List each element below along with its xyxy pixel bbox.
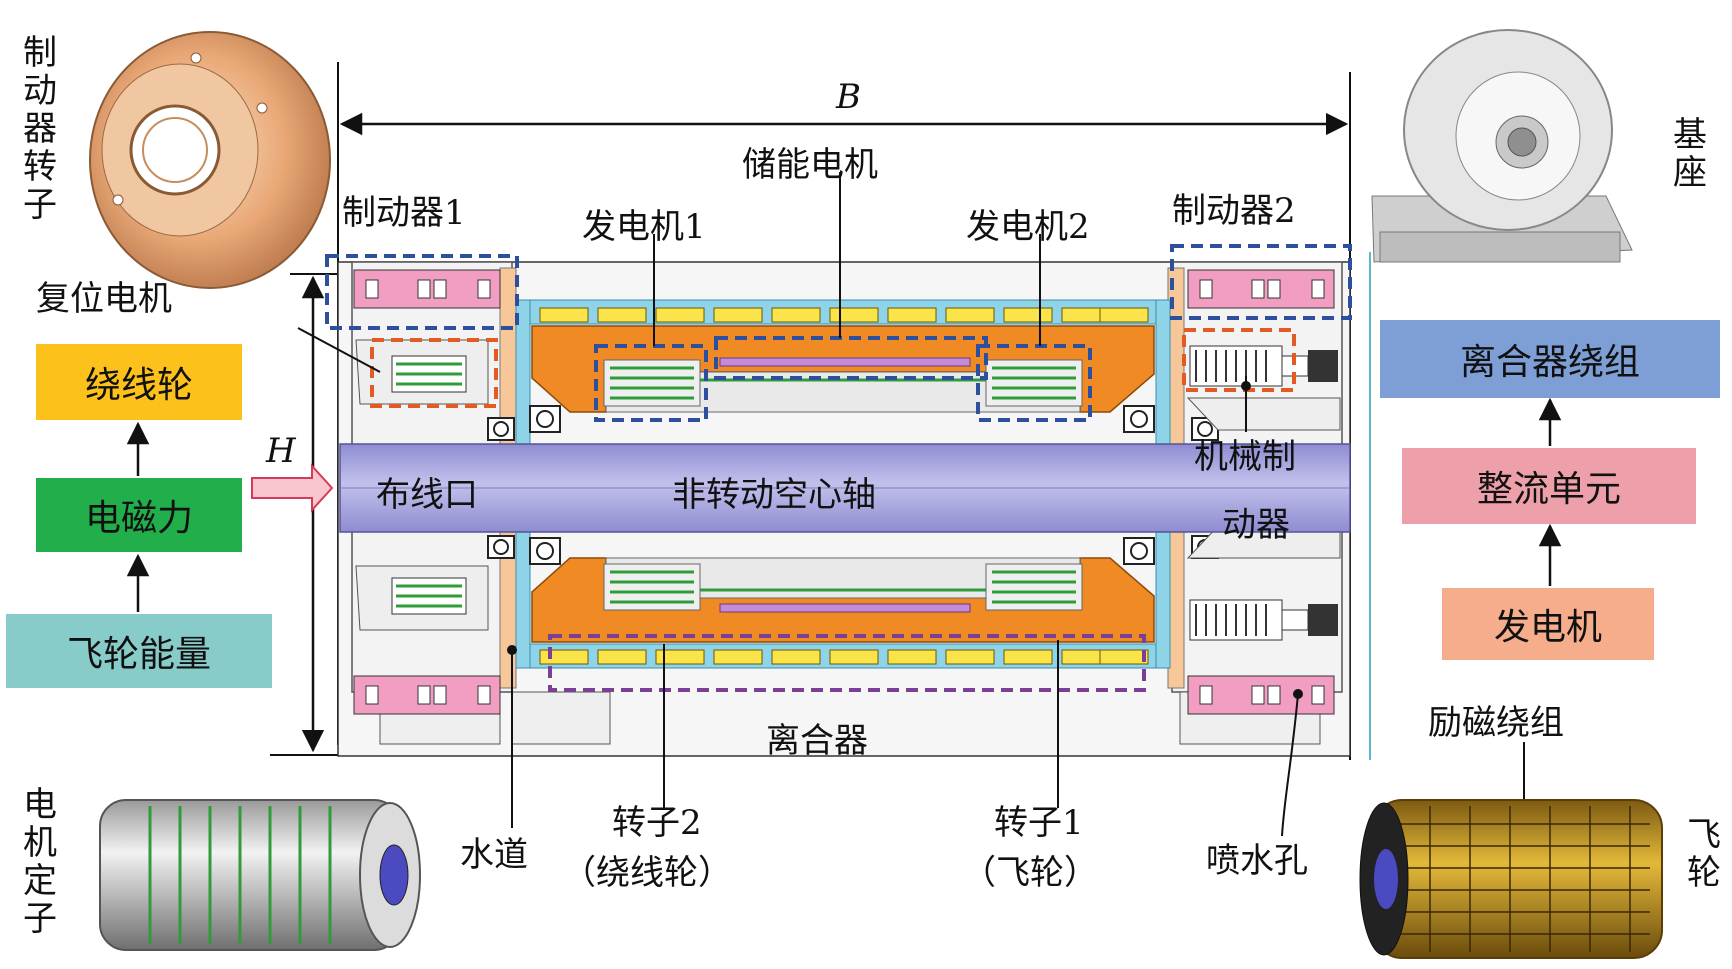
brake-rotor-image <box>89 31 331 289</box>
leader-dots <box>507 381 1303 699</box>
brake2-pink-top <box>1187 269 1335 309</box>
label-brake2: 制动器2 <box>1172 191 1296 231</box>
label-clutch: 离合器 <box>766 721 868 761</box>
label-gen1: 发电机1 <box>582 207 706 247</box>
flow-clutch-winding-box: 离合器绕组 <box>1380 320 1720 398</box>
mid-foot <box>511 691 611 745</box>
stator-image <box>99 799 421 951</box>
dash-mech-brake <box>1182 328 1296 392</box>
dash-gen2 <box>976 344 1092 422</box>
label-flywheel: 飞轮 <box>1687 815 1721 894</box>
gen2-coils-top <box>985 359 1083 407</box>
flow-flywheel-energy-box: 飞轮能量 <box>6 614 272 688</box>
label-water-channel: 水道 <box>460 835 528 875</box>
label-rotor1-a: 转子1 <box>994 803 1084 843</box>
right-brake-wedge-top <box>1186 397 1341 431</box>
label-excitation: 励磁绕组 <box>1428 703 1564 743</box>
dash-brake2 <box>1170 244 1352 320</box>
flow-generator-box: 发电机 <box>1442 588 1654 660</box>
reset-motor-coil-bottom <box>355 565 489 631</box>
flow-emforce-box: 电磁力 <box>36 478 242 552</box>
dim-b-label: B <box>836 77 861 117</box>
label-brake1: 制动器1 <box>342 193 466 233</box>
label-motor: 储能电机 <box>742 145 878 185</box>
label-reset-motor: 复位电机 <box>36 279 172 319</box>
brake1-pink-bottom <box>353 675 501 715</box>
label-shaft: 非转动空心轴 <box>672 475 876 515</box>
brake1-pink-top <box>353 269 501 309</box>
label-rotor2-b: （绕线轮） <box>562 853 732 893</box>
wiring-arrow <box>251 463 334 513</box>
winding-purple-bottom <box>719 603 971 613</box>
label-brake-rotor: 制动器转子 <box>23 33 57 226</box>
mech-brake-spring-bottom <box>1189 599 1338 641</box>
gen1-coils-bottom <box>603 563 701 611</box>
dim-h-label: H <box>266 431 296 471</box>
gen2-coils-bottom <box>985 563 1083 611</box>
leader-lines <box>297 172 1525 837</box>
flow-reel-box: 绕线轮 <box>36 344 242 420</box>
label-mech-brake-2: 动器 <box>1222 505 1290 545</box>
dash-motor <box>714 336 988 380</box>
winding-purple-top <box>719 357 971 367</box>
label-base: 基座 <box>1673 115 1707 194</box>
label-rotor2-a: 转子2 <box>612 803 702 843</box>
label-wiring-port: 布线口 <box>376 475 478 515</box>
magnets-bottom <box>539 649 1149 665</box>
reset-motor-coil <box>355 339 489 405</box>
mech-brake-spring-top <box>1189 345 1338 387</box>
dash-reset-motor <box>370 338 498 408</box>
flow-rectifier-box: 整流单元 <box>1402 448 1696 524</box>
label-spray-hole: 喷水孔 <box>1206 841 1308 881</box>
flywheel-image <box>1359 799 1663 959</box>
dash-clutch <box>548 634 1146 692</box>
label-mech-brake-1: 机械制 <box>1194 437 1296 477</box>
dash-gen1 <box>594 344 708 422</box>
brake2-pink-bottom <box>1187 675 1335 715</box>
label-stator: 电机定子 <box>23 785 57 940</box>
gen1-coils-top <box>603 359 701 407</box>
label-rotor1-b: （飞轮） <box>962 853 1098 893</box>
base-image <box>1371 29 1633 263</box>
dash-brake1 <box>325 254 519 330</box>
label-gen2: 发电机2 <box>966 207 1090 247</box>
